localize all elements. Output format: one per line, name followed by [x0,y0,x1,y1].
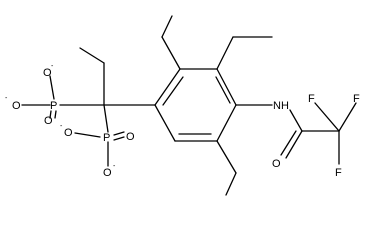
atom-oxygen: O [272,158,281,170]
atom-oxygen: O [103,167,112,179]
atom-oxygen: O [44,115,53,127]
bond [154,68,181,106]
bond [54,110,57,119]
bond [216,36,234,70]
bond [74,132,101,138]
bond [216,140,237,174]
bond [285,130,303,159]
bond [338,102,357,132]
bond [154,104,176,142]
charge-sign: - [60,123,63,130]
atom-fluorine: F [353,93,360,105]
bond [113,131,125,136]
charge-sign: - [113,163,116,170]
bond [280,130,297,156]
bond [113,136,125,141]
atom-nitrogen-hydrogen: NH [273,100,289,112]
bond [225,172,237,196]
molecule-diagram: O - O - P O O - P O O - NH O F F F [5,15,360,196]
atom-phosphorus: P [103,132,110,144]
bond [215,76,231,104]
charge-sign: - [5,95,8,102]
bond [79,47,105,64]
bond [314,102,340,132]
structure-svg: O - O - P O O - P O O - NH O F F F [5,15,360,196]
atom-oxygen: O [64,127,73,139]
atom-fluorine: F [308,93,315,105]
bond [161,36,181,70]
atom-oxygen: O [126,131,135,143]
atom-fluorine: F [335,167,342,179]
atom-phosphorus: P [50,100,57,112]
bond [162,76,184,106]
bond [216,104,237,142]
bond [216,68,237,106]
bond [49,75,55,100]
bond [161,15,173,38]
bond [103,104,109,133]
atom-oxygen: O [12,100,21,112]
bond [49,110,52,119]
charge-sign: - [51,63,54,70]
atom-oxygen: O [43,67,52,79]
bond [289,109,303,132]
